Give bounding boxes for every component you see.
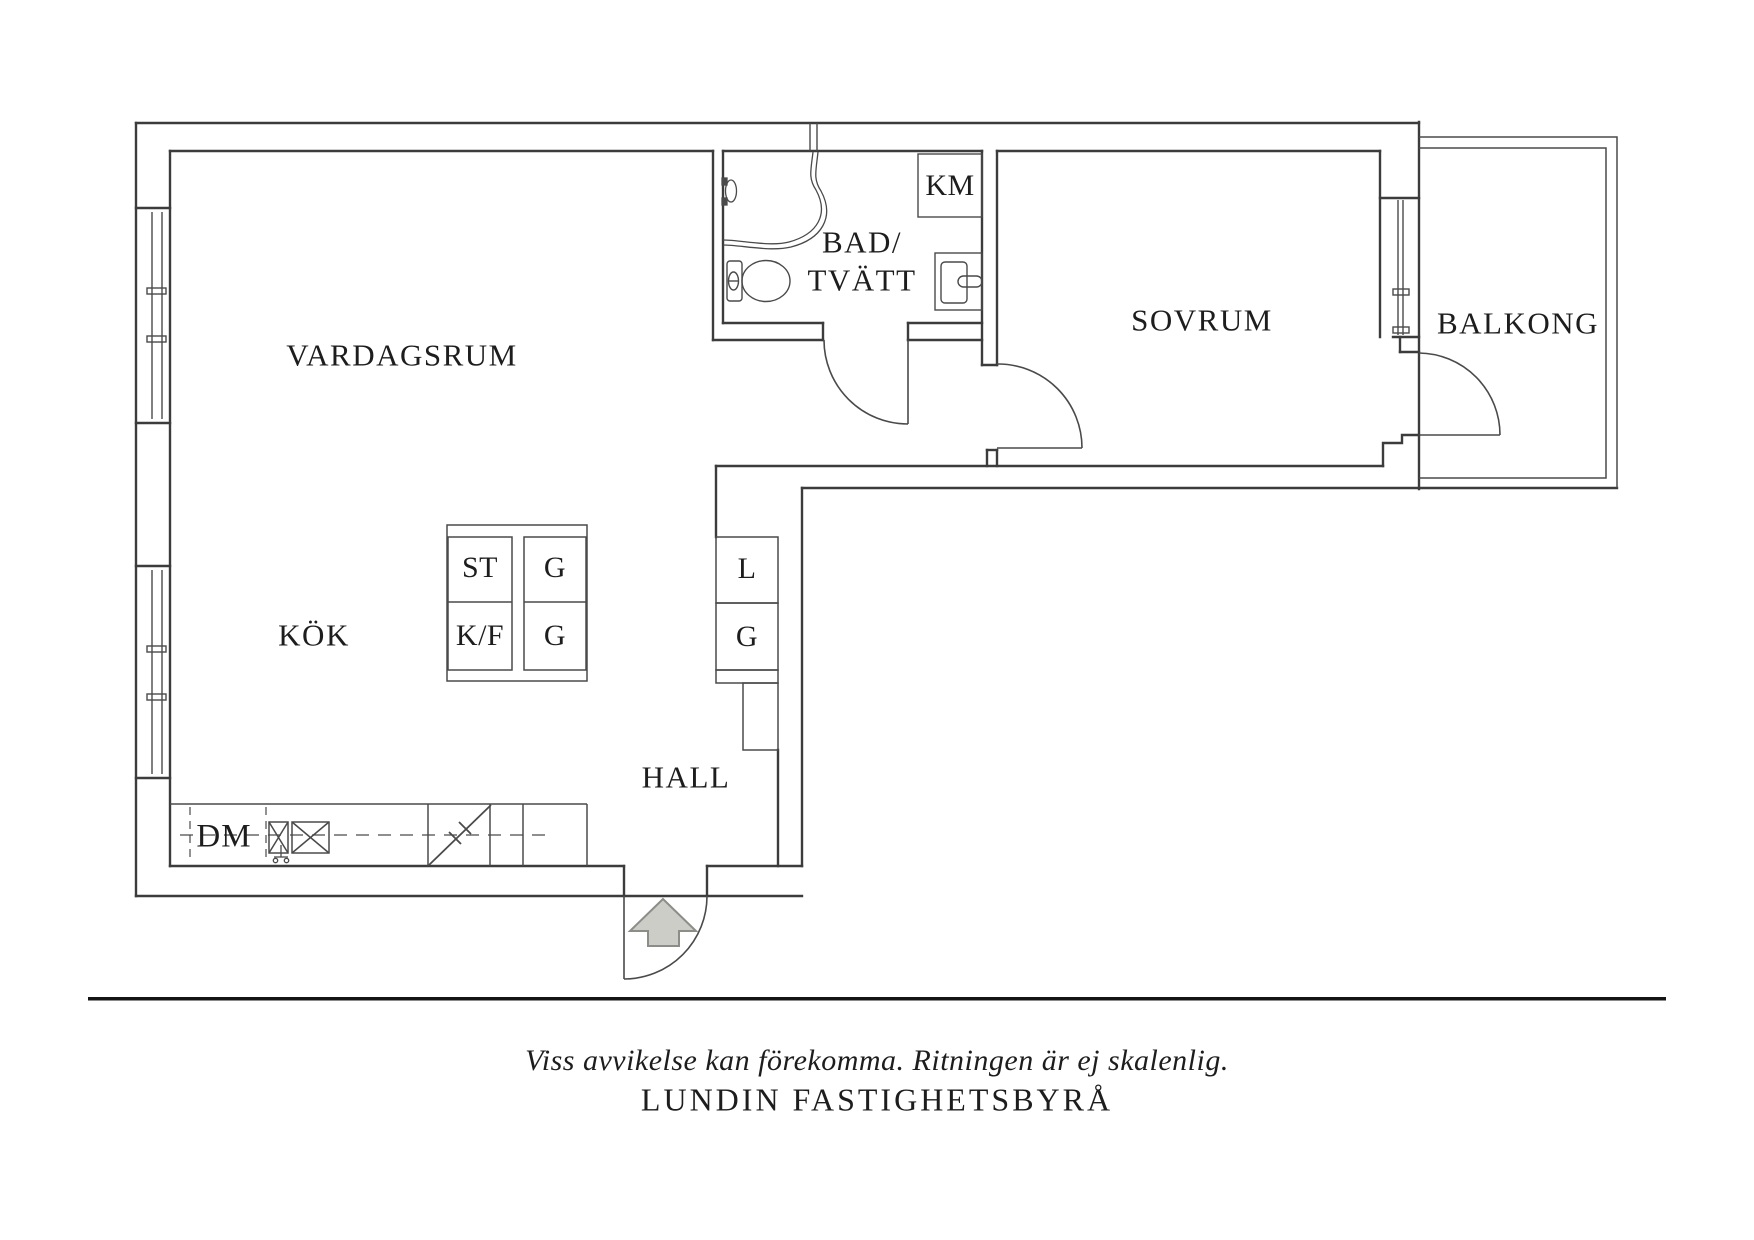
washing-machine-box	[917, 153, 983, 218]
label-linen-closet: L	[737, 552, 757, 585]
room-label-hall: HALL	[641, 759, 731, 795]
footer-brand: LUNDIN FASTIGHETSBYRÅ	[640, 1081, 1114, 1118]
toilet-icon	[726, 259, 791, 303]
room-label-kitchen: KÖK	[278, 617, 350, 653]
room-label-bedroom: SOVRUM	[1131, 302, 1273, 338]
room-label-living: VARDAGSRUM	[286, 337, 518, 373]
bathroom-door-icon	[823, 339, 909, 425]
label-fridge-freezer: K/F	[455, 619, 505, 652]
window-living-icon	[146, 212, 167, 419]
bedroom-door-icon	[996, 363, 1083, 449]
bathroom-fixtures	[721, 151, 983, 311]
hall-closet-block	[715, 536, 779, 751]
door-icons	[623, 339, 1501, 980]
cabinet-dashes	[180, 807, 545, 863]
label-wardrobe-2: G	[543, 619, 567, 652]
label-dishwasher: DM	[196, 818, 252, 855]
sink-icon	[268, 821, 330, 854]
kitchen-unit-block	[446, 524, 588, 682]
room-label-bath-line2: TVÄTT	[807, 262, 917, 298]
window-bedroom-icon	[1392, 200, 1410, 335]
label-pantry: ST	[461, 551, 499, 584]
room-label-bath: BAD/ TVÄTT	[807, 227, 916, 296]
label-washing-machine: KM	[925, 169, 975, 202]
washbasin-icon	[934, 252, 983, 311]
balcony-outline	[1419, 136, 1618, 488]
kitchen-counter	[170, 803, 588, 866]
shower-icon	[721, 151, 828, 250]
balcony-door-icon	[1418, 352, 1501, 436]
footer-disclaimer: Viss avvikelse kan förekomma. Ritningen …	[525, 1044, 1229, 1077]
window-kitchen-icon	[146, 570, 167, 774]
label-wardrobe-1: G	[543, 551, 567, 584]
room-label-balcony: BALKONG	[1436, 305, 1600, 341]
faucet-icon	[272, 845, 290, 864]
entry-arrow-icon	[627, 897, 699, 947]
room-label-bath-line1: BAD/	[821, 224, 903, 260]
stove-icon	[428, 804, 492, 866]
entry-door-icon	[623, 895, 708, 980]
walls	[134, 120, 1619, 898]
label-wardrobe-3: G	[735, 620, 759, 653]
footer-rule	[88, 997, 1666, 1001]
window-icons	[146, 123, 1410, 774]
